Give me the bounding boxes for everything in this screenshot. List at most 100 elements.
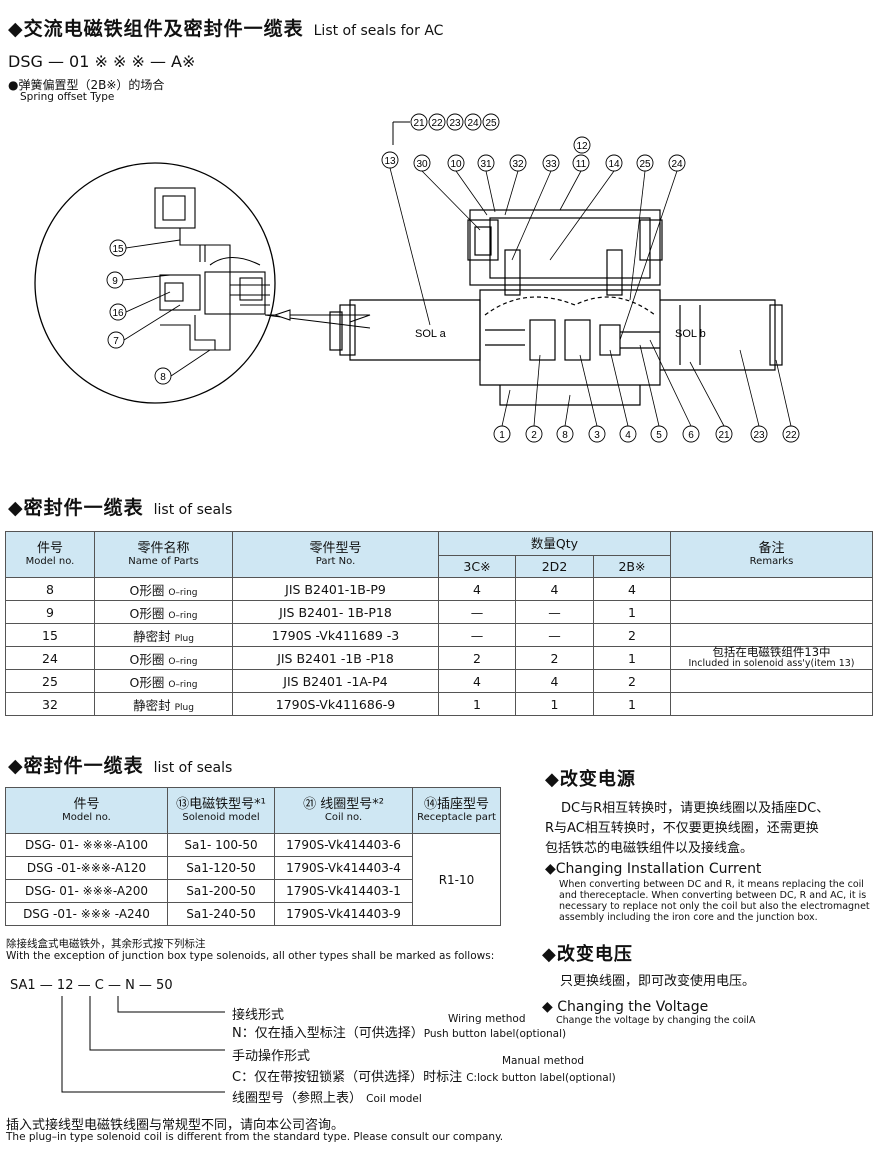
model-code: DSG — 01 ※ ※ ※ — A※ (8, 52, 196, 71)
th-qty-2b: 2B※ (593, 555, 671, 578)
callout-25: 25 (639, 159, 651, 170)
table1-heading: ◆密封件一缆表 list of seals (8, 493, 232, 520)
detail-callout-15: 15 (112, 244, 124, 255)
callout-bottom-4: 4 (625, 430, 631, 441)
table2-heading-en: list of seals (153, 760, 233, 776)
detail-callout-8: 8 (160, 372, 166, 383)
power-section: ◆改变电源 DC与R相互转换时，请更换线圈以及插座DC、 R与AC相互转换时，不… (545, 765, 875, 923)
table2-heading-cn: ◆密封件一缆表 (8, 755, 144, 777)
callout-11: 11 (576, 159, 587, 170)
wiring-en: Wiring method (448, 1013, 526, 1025)
voltage-section: ◆改变电压 只更换线圈，即可改变使用电压。 ◆ Changing the Vol… (542, 940, 872, 1026)
th-qty: 数量Qty (438, 531, 671, 556)
power-body-en-4: assembly including the iron core and the… (559, 912, 818, 923)
power-body-en-3: necessary to replace not only the coil b… (559, 901, 870, 912)
callout-bottom-5: 5 (656, 430, 662, 441)
callout-24: 24 (671, 159, 683, 170)
voltage-body-en: Change the voltage by changing the coilA (556, 1015, 756, 1026)
voltage-title-en: ◆ Changing the Voltage (542, 999, 709, 1015)
callout-14: 14 (608, 159, 620, 170)
voltage-title: ◆改变电压 (542, 944, 633, 965)
th-qty-3c: 3C※ (438, 555, 516, 578)
callout-bottom-23: 23 (753, 430, 765, 441)
section-title: ◆交流电磁铁组件及密封件一缆表 List of seals for AC (8, 14, 443, 41)
detail-callout-7: 7 (113, 336, 119, 347)
wiring-cn: 接线形式 (232, 1008, 285, 1023)
receptacle-value: R1-10 (412, 833, 501, 926)
subtitle-en: Spring offset Type (20, 91, 115, 103)
table-row: 9 O形圈 O–ring JIS B2401- 1B-P18 ——1 (5, 600, 873, 624)
callout-top-23: 23 (449, 118, 461, 129)
callout-12: 12 (576, 141, 588, 152)
manual-cn: 手动操作形式 (232, 1049, 311, 1064)
power-body-en-2: and thereceptacle. When converting betwe… (559, 890, 867, 901)
power-body-3: 包括铁芯的电磁铁组件以及接线盒。 (545, 841, 754, 856)
power-body-2: R与AC相互转换时，不仅要更换线圈，还需更换 (545, 821, 819, 836)
callout-31: 31 (480, 159, 492, 170)
voltage-body: 只更换线圈，即可改变使用电压。 (560, 974, 756, 989)
callout-10: 10 (450, 159, 462, 170)
table2-note-cn: 除接线盒式电磁铁外，其余形式按下列标注 (6, 938, 206, 950)
table1-heading-cn: ◆密封件一缆表 (8, 497, 144, 519)
callout-top-21: 21 (413, 118, 425, 129)
valve-body (329, 209, 783, 406)
callout-bottom-21: 21 (718, 430, 730, 441)
callout-bottom-22: 22 (785, 430, 797, 441)
subtitle-cn: ●弹簧偏置型（2B※）的场合 (8, 78, 165, 92)
sol-a-label: SOL a (415, 328, 447, 340)
coil-model: 线圈型号（参照上表） Coil model (232, 1091, 422, 1106)
table2-heading: ◆密封件一缆表 list of seals (8, 751, 232, 778)
table2-note-en: With the exception of junction box type … (6, 950, 495, 962)
callout-13: 13 (384, 156, 396, 167)
callout-33: 33 (545, 159, 557, 170)
remark-en: Included in solenoid ass'y(item 13) (688, 658, 855, 669)
table1-heading-en: list of seals (153, 502, 233, 518)
callout-bottom-6: 6 (688, 430, 694, 441)
power-body-en-1: When converting between DC and R, it mea… (559, 879, 864, 890)
th-qty-2d2: 2D2 (515, 555, 594, 578)
callout-32: 32 (512, 159, 524, 170)
power-title: ◆改变电源 (545, 769, 636, 790)
power-title-en: ◆Changing Installation Current (545, 861, 762, 877)
code-leader-lines (61, 996, 225, 1093)
section-title-en: List of seals for AC (313, 23, 444, 39)
section-title-cn: ◆交流电磁铁组件及密封件一缆表 (8, 18, 304, 40)
callout-top-22: 22 (431, 118, 443, 129)
power-body-1: DC与R相互转换时，请更换线圈以及插座DC、 (561, 801, 830, 816)
detail-callout-9: 9 (112, 276, 118, 287)
callout-top-25: 25 (485, 118, 497, 129)
table-row: 15 静密封 Plug 1790S -Vk411689 -3 ——2 (5, 623, 873, 647)
remark-cn: 包括在电磁铁组件13中 (712, 645, 831, 659)
footer-en: The plug–in type solenoid coil is differ… (6, 1131, 504, 1143)
callout-bottom-2: 2 (531, 430, 537, 441)
n-option: N：仅在插入型标注（可供选择）Push button label(optiona… (232, 1026, 567, 1041)
footer-cn: 插入式接线型电磁铁线圈与常规型不同，请向本公司咨询。 (6, 1118, 345, 1133)
callout-bottom-3: 3 (594, 430, 600, 441)
c-option: C：仅在带按钮锁紧（可供选择）时标注 C:lock button label(o… (232, 1070, 616, 1085)
callout-top-24: 24 (467, 118, 479, 129)
valve-diagram: 15 9 16 7 8 SOL a SOL b 21 22 (34, 113, 800, 443)
callout-30: 30 (416, 159, 428, 170)
callout-bottom-8: 8 (562, 430, 568, 441)
code-sample: SA1 — 12 — C — N — 50 (10, 978, 173, 993)
sol-b-label: SOL b (675, 328, 706, 340)
callout-bottom-1: 1 (499, 430, 505, 441)
detail-callout-16: 16 (112, 308, 124, 319)
manual-en: Manual method (502, 1055, 585, 1067)
